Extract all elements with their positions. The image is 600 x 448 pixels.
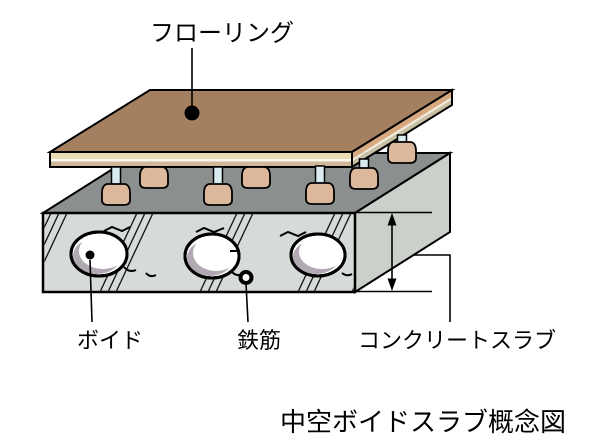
void-3 [289,232,347,278]
flooring-front-cream [50,152,352,159]
support-foot [241,166,271,189]
flooring-side-band2 [352,97,452,162]
support-foot [139,166,169,189]
supports [101,134,417,206]
support-foot [349,167,379,190]
support-foot [101,183,131,206]
void-leader [89,259,93,323]
flooring-front-white [50,159,352,162]
flooring-panel [46,88,456,169]
voids [69,230,347,280]
support-foot [305,182,335,205]
flooring-side-outline [351,88,453,169]
concrete-slab [39,151,454,294]
void-2 [183,232,241,280]
leader-lines [89,48,249,323]
support-bolt [314,165,326,185]
concrete-slab-leader [413,254,451,322]
arrowhead-up [387,213,397,226]
flooring-label: フローリング [150,20,294,47]
rebar-circle [238,270,254,285]
flooring-front-tan [50,161,352,167]
figure-caption: 中空ボイドスラブ概念図 [280,408,566,437]
slab-thickness-dimension [355,211,451,322]
flooring-side-band1 [352,90,452,159]
support-bolt [358,158,370,170]
flooring-side-band3 [352,99,452,167]
arrowhead-down [387,278,397,291]
support-bolt [212,166,224,186]
void-pointer-dot [85,250,95,260]
rebar-label: 鉄筋 [237,328,281,353]
void-1 [69,230,129,278]
flooring-pointer-dot [184,105,200,121]
support-bolt [110,166,122,186]
concrete-slab-label: コンクリートスラブ [358,328,556,353]
concrete-marks [103,225,353,278]
support-foot [203,183,233,206]
labels: フローリング ボイド 鉄筋 コンクリートスラブ 中空ボイドスラブ概念図 [77,20,566,437]
rebar-leader [245,283,249,323]
void-label: ボイド [77,328,143,353]
support-foot [387,141,417,164]
